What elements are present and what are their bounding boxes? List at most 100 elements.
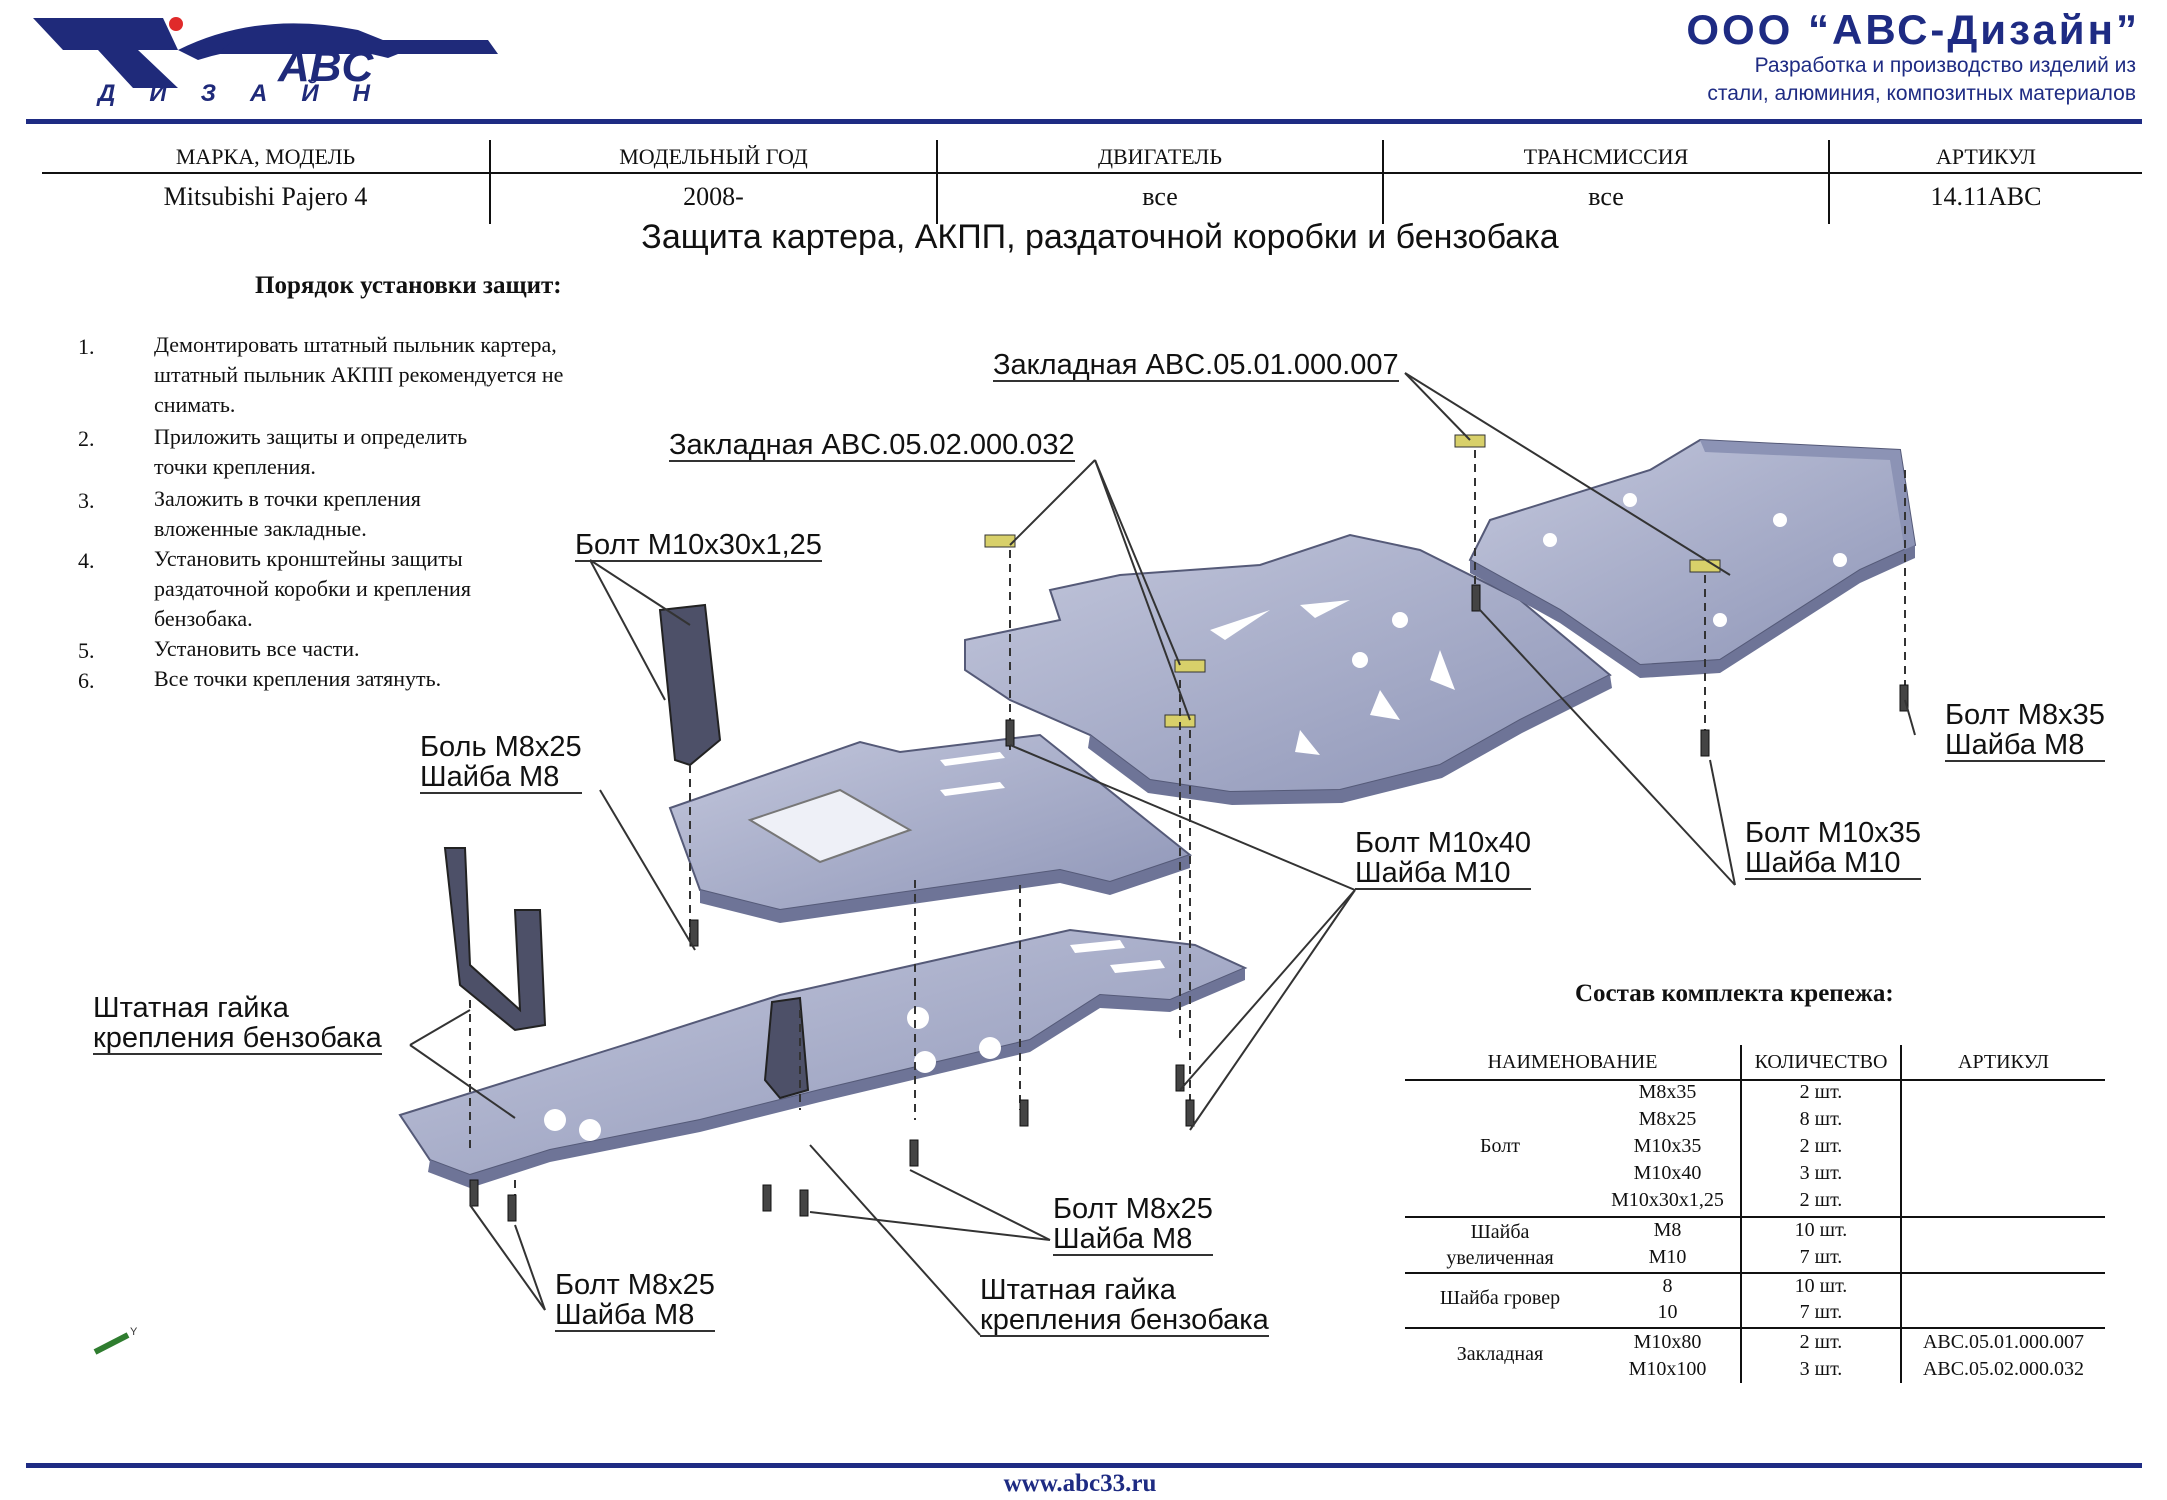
callout-nut-fuel-tank-left: Штатная гайка крепления бензобака: [93, 992, 382, 1055]
kit-col-qty: КОЛИЧЕСТВО: [1754, 1051, 1888, 1073]
info-col-divider: [1382, 140, 1384, 224]
step-text: Демонтировать штатный пыльник картера, ш…: [154, 330, 563, 420]
bolt-icon: [469, 584, 1909, 1222]
bracket-transfer: [658, 603, 722, 767]
kit-group-name: Болт: [1480, 1135, 1520, 1157]
page-title: Защита картера, АКПП, раздаточной коробк…: [641, 218, 1559, 256]
callout-insert-032: Закладная ABC.05.02.000.032: [669, 429, 1075, 462]
svg-text:Y: Y: [130, 1326, 138, 1338]
kit-group-name: Шайба гровер: [1439, 1287, 1561, 1309]
info-table-rule: [42, 172, 2142, 174]
info-col-divider: [1828, 140, 1830, 224]
step-text: Установить все части.: [154, 634, 359, 664]
step-number: 5.: [78, 638, 95, 663]
step-number: 1.: [78, 334, 95, 359]
step-line: точки крепления.: [154, 454, 316, 479]
callout-bolt-m10x35: Болт М10х35 Шайба М10: [1745, 817, 1921, 880]
kit-size: M10x80: [1633, 1331, 1702, 1353]
header-rule: [26, 119, 2142, 124]
tagline-line-1: Разработка и производство изделий из: [1754, 54, 2136, 77]
kit-size: 10: [1657, 1301, 1678, 1323]
step-text: Приложить защиты и определить точки креп…: [154, 422, 467, 482]
footer-website-link[interactable]: www.abc33.ru: [1003, 1470, 1157, 1497]
kit-qty: 2 шт.: [1799, 1331, 1843, 1353]
step-text: Заложить в точки крепления вложенные зак…: [154, 484, 421, 544]
step-number: 2.: [78, 426, 95, 451]
logo: ABC ДИЗАЙН: [28, 10, 508, 110]
axis-triad-icon: Y: [93, 1326, 138, 1355]
transmission-plate: [668, 733, 1193, 923]
callout-bolt-m10x40: Болт М10х40 Шайба М10: [1355, 827, 1531, 890]
callout-bolt-m10x30: Болт M10x30x1,25: [575, 529, 822, 562]
step-line: бензобака.: [154, 606, 253, 631]
kit-group-name: Закладная: [1456, 1343, 1544, 1365]
kit-qty: 7 шт.: [1799, 1246, 1843, 1268]
kit-heading: Состав комплекта крепежа:: [1575, 980, 1894, 1007]
step-line: штатный пыльник АКПП рекомендуется не: [154, 362, 564, 387]
logo-brand: ABC: [278, 42, 374, 91]
tagline-line-2: стали, алюминия, композитных материалов: [1707, 82, 2136, 105]
kit-qty: 10 шт.: [1794, 1219, 1848, 1241]
kit-qty: 10 шт.: [1794, 1275, 1848, 1297]
kit-size: M10x40: [1633, 1162, 1702, 1184]
step-line: Демонтировать штатный пыльник картера,: [154, 332, 557, 357]
logo-subtitle: ДИЗАЙН: [98, 80, 404, 107]
kit-qty: 2 шт.: [1799, 1135, 1843, 1157]
kit-size: M10x35: [1633, 1135, 1702, 1157]
step-line: Все точки крепления затянуть.: [154, 666, 442, 691]
bracket-fuel-tank: [443, 847, 810, 1100]
value-make-model: Mitsubishi Pajero 4: [163, 182, 368, 211]
install-steps: 1. Демонтировать штатный пыльник картера…: [78, 332, 658, 704]
header-transmission: ТРАНСМИССИЯ: [1523, 144, 1689, 169]
kit-row-rule: [1405, 1327, 2105, 1329]
footer-rule: [26, 1463, 2142, 1468]
header-article: АРТИКУЛ: [1936, 144, 2036, 169]
info-col-divider: [936, 140, 938, 224]
kit-size: M8x25: [1638, 1108, 1697, 1130]
info-col-divider: [489, 140, 491, 224]
kit-group-name-line: увеличенная: [1446, 1247, 1554, 1269]
header-model-year: МОДЕЛЬНЫЙ ГОД: [619, 144, 808, 169]
kit-size: M10x100: [1628, 1358, 1707, 1380]
kit-col-name: НАИМЕНОВАНИЕ: [1487, 1051, 1658, 1073]
kit-row-rule: [1405, 1272, 2105, 1274]
step-line: Установить все части.: [154, 636, 360, 661]
callout-bolt-m8x25-top: Боль М8х25 Шайба М8: [420, 731, 582, 794]
kit-size: M8x35: [1638, 1081, 1697, 1103]
kit-qty: 3 шт.: [1799, 1358, 1843, 1380]
callout-bolt-m8x25-bottom: Болт М8х25 Шайба М8: [555, 1269, 715, 1332]
kit-group-name-line: Шайба: [1470, 1221, 1530, 1243]
car-logo-icon: [33, 17, 498, 88]
fuel-tank-plate: [398, 928, 1248, 1188]
kit-article: ABC.05.01.000.007: [1922, 1331, 2085, 1353]
value-transmission: все: [1588, 182, 1624, 211]
step-text: Все точки крепления затянуть.: [154, 664, 441, 694]
step-line: Установить кронштейны защиты: [154, 546, 463, 571]
callout-leader-lines: [409, 372, 1916, 1336]
kit-qty: 3 шт.: [1799, 1162, 1843, 1184]
crankcase-plate: [964, 533, 1612, 805]
kit-col-article: АРТИКУЛ: [1958, 1051, 2049, 1073]
callout-bolt-m8x35: Болт М8х35 Шайба М8: [1945, 699, 2105, 762]
step-line: Заложить в точки крепления: [154, 486, 421, 511]
kit-qty: 7 шт.: [1799, 1301, 1843, 1323]
kit-table: НАИМЕНОВАНИЕ КОЛИЧЕСТВО АРТИКУЛ Болт M8x…: [1405, 1045, 2105, 1385]
step-line: Приложить защиты и определить: [154, 424, 468, 449]
kit-size: 8: [1662, 1275, 1673, 1297]
info-table: МАРКА, МОДЕЛЬ МОДЕЛЬНЫЙ ГОД ДВИГАТЕЛЬ ТР…: [42, 132, 2142, 224]
kit-qty: 8 шт.: [1799, 1108, 1843, 1130]
kit-size: M8: [1653, 1219, 1682, 1241]
kit-row-rule: [1405, 1216, 2105, 1218]
callout-insert-007: Закладная ABC.05.01.000.007: [993, 349, 1399, 382]
install-heading: Порядок установки защит:: [255, 272, 562, 299]
header-make-model: МАРКА, МОДЕЛЬ: [175, 144, 356, 169]
kit-col-divider: [1900, 1045, 1902, 1383]
step-line: вложенные закладные.: [154, 516, 367, 541]
step-number: 4.: [78, 548, 95, 573]
value-model-year: 2008-: [683, 182, 744, 211]
callout-nut-fuel-tank-bottom: Штатная гайка крепления бензобака: [980, 1274, 1269, 1337]
callout-bolt-m8x25-mid: Болт М8х25 Шайба М8: [1053, 1193, 1213, 1256]
step-number: 6.: [78, 668, 95, 693]
kit-size: M10: [1648, 1246, 1687, 1268]
